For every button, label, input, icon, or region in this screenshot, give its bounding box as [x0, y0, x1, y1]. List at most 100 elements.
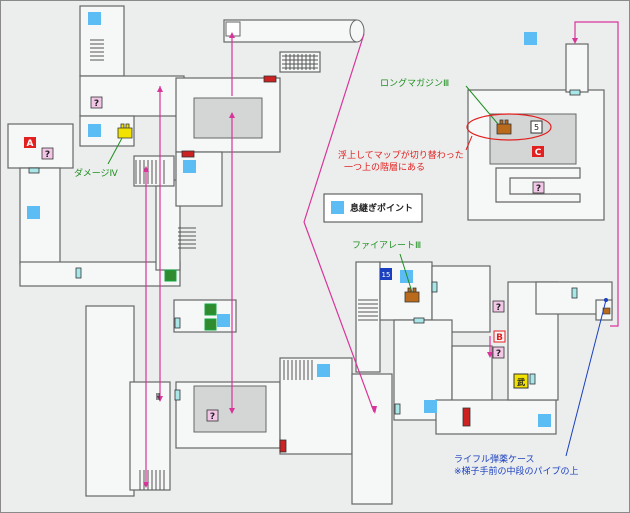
link-diagonal-lower: [303, 221, 375, 413]
svg-text:C: C: [535, 148, 542, 158]
door-cyan: [569, 89, 581, 96]
bottom-corridor-vertical: [351, 373, 393, 505]
question-marker-icon: ?: [492, 346, 505, 359]
label-float-note-1: 浮上してマップが切り替わった: [338, 149, 464, 161]
svg-text:?: ?: [94, 99, 99, 109]
stairs-top-left: [90, 39, 104, 61]
marker-c: C: [532, 146, 544, 158]
special-markers: 5 15 武 Ⅱ: [156, 120, 543, 403]
question-marker-icon: ?: [206, 409, 219, 422]
stairs-right-col: [358, 299, 378, 321]
marker-a: A: [24, 137, 36, 149]
stairs-top-right: [282, 54, 318, 70]
green-item-icon: [164, 269, 177, 282]
marker-b: B: [493, 330, 506, 343]
svg-text:?: ?: [496, 349, 501, 359]
connector-lines: [145, 21, 619, 486]
door-red-long: [462, 407, 471, 427]
damage-chest-icon: [117, 123, 133, 139]
stair-room-left: [133, 155, 175, 187]
lower-left-corridor: [85, 305, 135, 497]
arrowheads: [143, 32, 578, 488]
stairs-bottom-mid: [283, 360, 313, 380]
link-diagonal-upper: [303, 33, 365, 223]
right-col-1: [355, 261, 381, 373]
weapon-marker: 武: [513, 373, 529, 389]
roman-2-marker: Ⅱ: [156, 392, 161, 403]
legend-rest-point-label: 息継ぎポイント: [350, 202, 413, 214]
door-cyan: [28, 167, 40, 174]
rest-point-icon: [424, 400, 437, 413]
room-c-north: [565, 43, 589, 93]
door-red: [263, 75, 277, 83]
link-right-loop: [574, 21, 619, 327]
rest-point-icon: [317, 364, 330, 377]
fire-rate-chest-icon: [404, 287, 420, 303]
stairs: [90, 39, 378, 490]
rest-point-icon: [183, 160, 196, 173]
number-15-marker: 15: [380, 268, 392, 280]
label-float-note-2: 一つ上の階層にある: [344, 162, 425, 173]
long-magazine-chest-icon: [496, 119, 512, 135]
doors: [28, 75, 581, 453]
svg-text:A: A: [27, 139, 34, 149]
label-long-magazine: ロングマガジンⅢ: [380, 77, 449, 89]
rifle-pin-icon: [604, 298, 608, 302]
number-5-marker: 5: [530, 120, 543, 134]
svg-text:5: 5: [534, 123, 539, 132]
door-cyan: [394, 403, 401, 415]
room-c-inner-walls: [495, 167, 581, 203]
text-labels: ロングマガジンⅢ ダメージⅣ ファイアレートⅢ 浮上してマップが切り替わった 一…: [74, 77, 579, 477]
room-a: [7, 123, 74, 169]
stairs-bottom-left: [139, 470, 165, 490]
top-left-room: [79, 5, 125, 77]
question-marker-icon: ?: [90, 96, 103, 109]
door-cyan: [529, 373, 536, 385]
corridor-bottom-left: [19, 261, 181, 287]
rest-point-icon: [400, 270, 413, 283]
top-bar-corridor: [223, 19, 357, 43]
label-rifle-ammo-2: ※梯子手前の中段のパイプの上: [454, 465, 579, 477]
pipe-end: [349, 19, 365, 43]
svg-text:?: ?: [210, 412, 215, 422]
door-cyan: [413, 317, 425, 324]
annotation-lines: [107, 85, 607, 457]
door-cyan: [174, 389, 181, 401]
label-fire-rate: ファイアレートⅢ: [352, 241, 421, 251]
question-marker-icon: ?: [492, 300, 505, 313]
question-markers: ? ? ? ? ? ?: [41, 96, 545, 422]
door-cyan: [431, 281, 438, 293]
door-red: [181, 150, 195, 158]
door-cyan: [75, 267, 82, 279]
question-marker-icon: ?: [41, 147, 54, 160]
label-damage: ダメージⅣ: [74, 167, 119, 179]
rest-point-icon: [538, 414, 551, 427]
rest-point-icon: [88, 124, 101, 137]
green-items: [164, 269, 217, 331]
room-right-inner: [451, 345, 493, 403]
svg-text:?: ?: [45, 150, 50, 160]
green-item-icon: [204, 303, 217, 316]
door-cyan: [571, 287, 578, 299]
legend-rest-point-icon: [331, 201, 344, 214]
stairs-central-south: [178, 227, 196, 249]
svg-text:B: B: [496, 333, 503, 343]
green-item-icon: [204, 318, 217, 331]
small-square-marker: [225, 21, 241, 37]
svg-text:?: ?: [496, 303, 501, 313]
top-left-corridor: [79, 75, 185, 117]
rest-point-icon: [88, 12, 101, 25]
dark-floor-central: [193, 97, 263, 139]
door-red: [279, 439, 287, 453]
rest-points: [27, 12, 551, 427]
legend: 息継ぎポイント: [323, 193, 423, 223]
lower-left-stair-col: [129, 381, 171, 491]
svg-text:武: 武: [517, 377, 525, 387]
room-right-bottom: [435, 399, 557, 435]
rest-point-icon: [524, 32, 537, 45]
svg-text:15: 15: [382, 271, 391, 279]
rest-point-icon: [27, 206, 40, 219]
svg-text:Ⅱ: Ⅱ: [156, 392, 161, 403]
svg-text:?: ?: [536, 184, 541, 194]
